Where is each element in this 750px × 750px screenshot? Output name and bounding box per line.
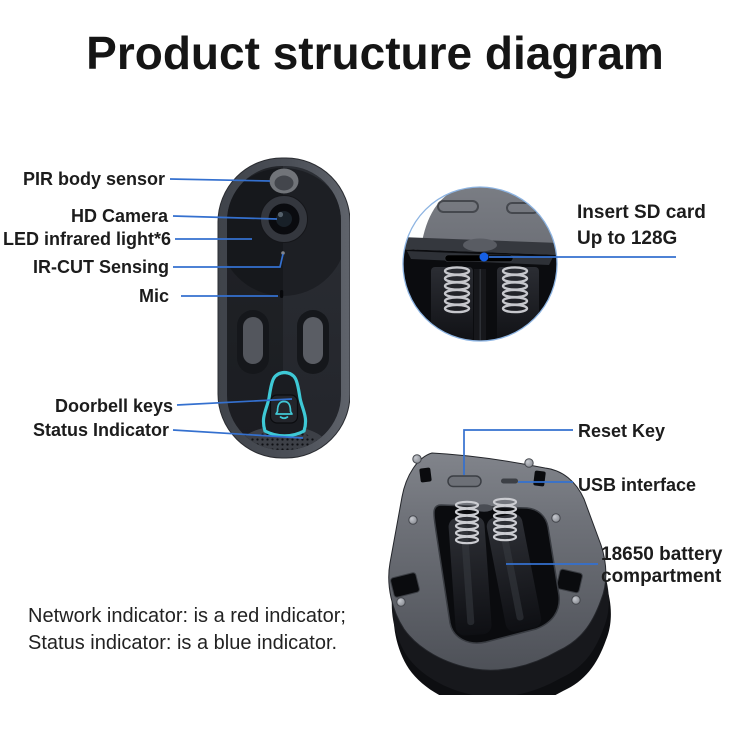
doorbell-front-svg	[217, 157, 351, 459]
callout-mic: Mic	[138, 286, 169, 306]
right-pad	[303, 317, 323, 364]
battery-label-line1: 18650 battery	[601, 544, 723, 565]
callout-doorbell-keys: Doorbell keys	[54, 396, 173, 416]
thumb-notch	[463, 238, 497, 252]
usb-port	[501, 478, 518, 484]
battery-spring-right	[501, 266, 529, 314]
mount-hole-top-right	[533, 470, 546, 487]
indicator-notes: Network indicator: is a red indicator; S…	[28, 603, 346, 657]
left-pad	[243, 317, 263, 364]
pir-sensor-window	[274, 175, 294, 191]
callout-status-indicator: Status Indicator	[32, 420, 169, 440]
battery-spring-left	[443, 266, 471, 314]
inset-circle-border	[402, 186, 558, 342]
callout-reset-key: Reset Key	[578, 421, 666, 441]
callout-ir-cut-sensing: IR-CUT Sensing	[32, 257, 169, 277]
network-indicator-note: Network indicator: is a red indicator;	[28, 605, 346, 627]
recess-notch	[475, 504, 493, 512]
battery-spring-left	[454, 500, 480, 545]
callout-usb-interface: USB interface	[578, 475, 697, 495]
sd-card-slot	[444, 254, 514, 262]
sd-inset-svg	[402, 186, 558, 342]
mount-hole-top-left	[419, 467, 432, 483]
divider-highlight	[479, 269, 481, 341]
callout-hd-camera: HD Camera	[70, 206, 168, 226]
callout-led-infrared-light: LED infrared light*6	[2, 229, 171, 249]
sd-card-note-line1: Insert SD card	[577, 202, 706, 223]
status-indicator-note: Status indicator: is a blue indicator.	[28, 632, 338, 654]
battery-channel-right	[486, 513, 542, 632]
reset-key-button	[447, 475, 482, 488]
callout-insert-sd-card: Insert SD card Up to 128G	[577, 200, 706, 252]
sd-card-inset-image	[401, 185, 559, 343]
mount-hole-bottom-right	[556, 568, 583, 594]
battery-label-line2: compartment	[601, 566, 722, 587]
ir-cut-sensor-dot	[281, 251, 285, 255]
mount-slot-left	[437, 200, 479, 213]
battery-spring-right	[492, 497, 518, 542]
doorbell-back-svg	[388, 452, 611, 711]
mount-hole-bottom-left	[390, 572, 420, 598]
doorbell-front-view-image	[210, 152, 351, 462]
callout-pir-body-sensor: PIR body sensor	[22, 169, 165, 189]
battery-channel-left	[448, 516, 492, 636]
mic-hole	[280, 290, 284, 298]
doorbell-back-view-image	[380, 445, 615, 711]
sd-card-note-line2: Up to 128G	[577, 228, 678, 249]
callout-battery-compartment: 18650 battery compartment	[601, 544, 722, 588]
page-title: Product structure diagram	[86, 27, 664, 79]
lens-highlight	[277, 211, 284, 218]
screws	[396, 454, 581, 607]
